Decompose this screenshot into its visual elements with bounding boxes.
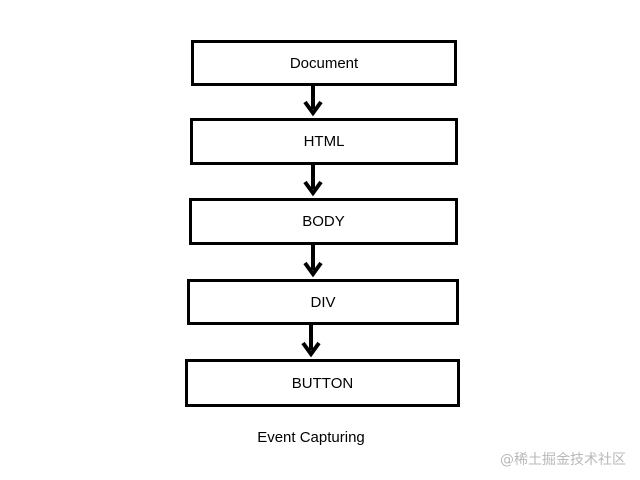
arrow-body-to-div [303, 245, 323, 278]
node-html: HTML [190, 118, 458, 165]
arrow-html-to-body [303, 165, 323, 197]
node-button: BUTTON [185, 359, 460, 407]
node-document: Document [191, 40, 457, 86]
node-div: DIV [187, 279, 459, 325]
node-body: BODY [189, 198, 458, 245]
node-label: Document [289, 54, 359, 72]
arrow-div-to-button [301, 325, 321, 358]
node-label: BODY [302, 213, 345, 230]
node-label: BUTTON [291, 374, 354, 392]
watermark-text: @稀土掘金技术社区 [500, 452, 626, 468]
node-label: HTML [303, 133, 345, 150]
arrow-document-to-html [303, 86, 323, 117]
diagram-caption: Event Capturing [257, 429, 365, 446]
node-label: DIV [310, 293, 336, 311]
